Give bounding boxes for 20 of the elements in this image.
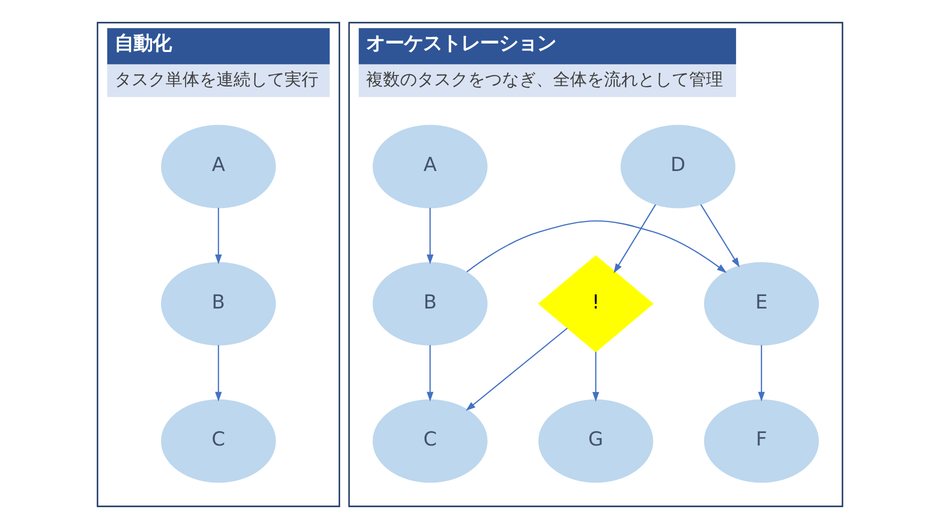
arrow — [215, 208, 222, 264]
node-ellipse: A — [372, 124, 488, 208]
node-ellipse: G — [538, 399, 654, 483]
arrow — [466, 220, 727, 273]
node-ellipse: A — [161, 124, 276, 208]
node-ellipse: C — [161, 399, 276, 483]
arrow — [466, 328, 568, 411]
node-ellipse: D — [620, 124, 736, 208]
node-ellipse: B — [372, 262, 488, 346]
arrow — [426, 345, 434, 402]
node-ellipse: F — [704, 399, 819, 483]
arrow — [426, 208, 434, 264]
arrow — [592, 352, 600, 402]
arrow — [700, 204, 740, 268]
arrow — [758, 345, 765, 402]
node-ellipse: C — [372, 399, 488, 483]
node-ellipse: B — [161, 262, 276, 346]
node-diamond: ! — [538, 255, 654, 352]
arrow — [215, 345, 222, 402]
arrow — [614, 204, 656, 274]
